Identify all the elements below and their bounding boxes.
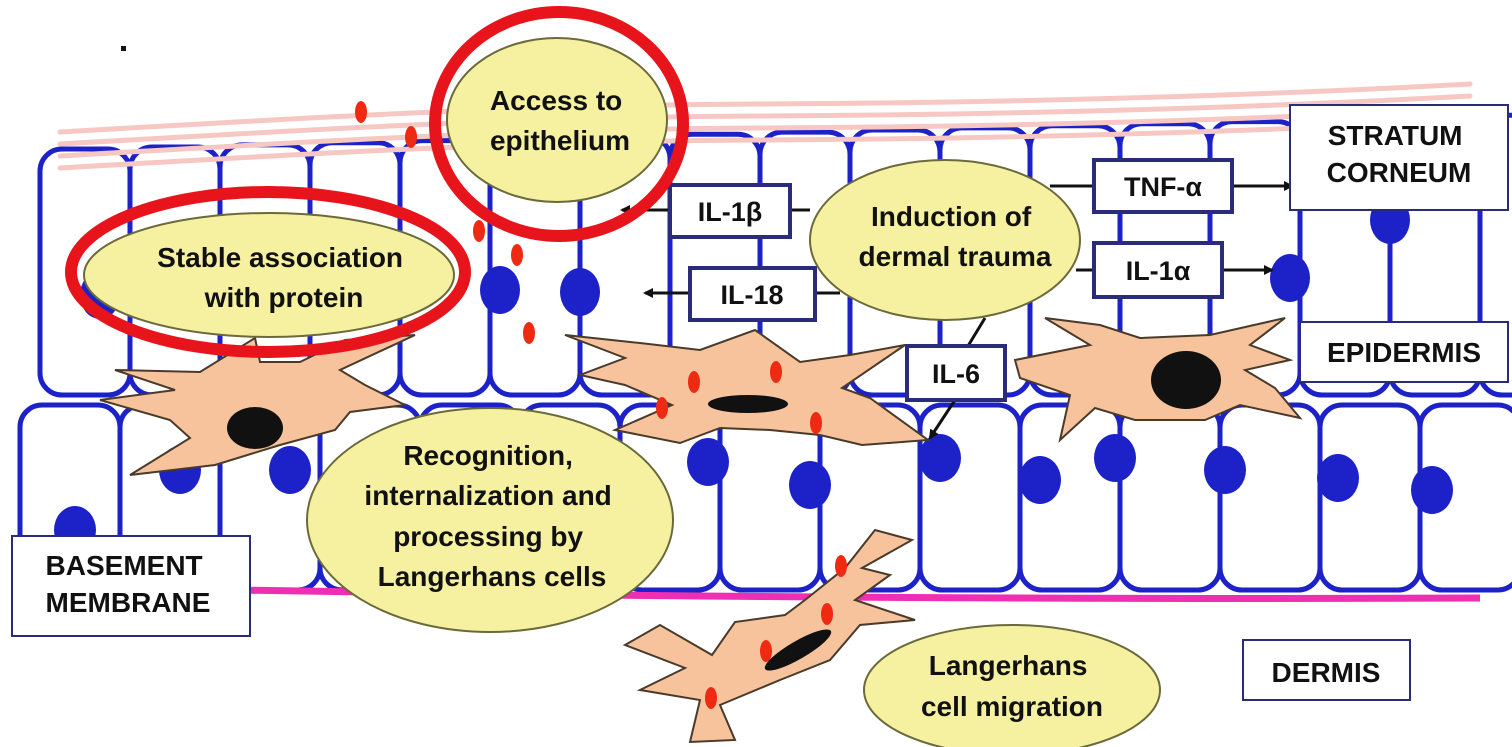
cell-nucleus — [1270, 254, 1310, 302]
cell-nucleus — [269, 446, 311, 494]
cell-nucleus — [1411, 466, 1453, 514]
cytokine-il1b-box: IL-1β — [670, 185, 790, 237]
cell-nucleus — [789, 461, 831, 509]
cell-nucleus — [480, 266, 520, 314]
cell-nucleus — [1094, 434, 1136, 482]
label-dermis: DERMIS — [1243, 640, 1410, 700]
cell-nucleus — [1204, 446, 1246, 494]
langerhans-cell-right — [1015, 318, 1300, 440]
arrow-il6-in — [968, 318, 985, 346]
stratum-corneum-layer — [60, 84, 1470, 168]
bubble-access-to-epithelium: Access to epithelium — [447, 38, 667, 202]
cytokine-il6-box: IL-6 — [907, 346, 1005, 400]
svg-text:EPIDERMIS: EPIDERMIS — [1327, 337, 1481, 368]
cell-nucleus — [687, 438, 729, 486]
svg-text:TNF-α: TNF-α — [1124, 172, 1202, 202]
label-stratum-corneum: STRATUM CORNEUM — [1290, 105, 1508, 210]
epidermal-cell — [1120, 405, 1220, 590]
svg-text:IL-1β: IL-1β — [698, 197, 762, 227]
cell-nucleus — [1019, 456, 1061, 504]
bubble-stable-association: Stable association with protein — [84, 213, 454, 337]
label-basement-membrane: BASEMENT MEMBRANE — [12, 536, 250, 636]
cytokine-il1a-box: IL-1α — [1094, 243, 1222, 297]
cytokine-tnfa-box: TNF-α — [1094, 160, 1232, 212]
stray-dot — [121, 46, 126, 51]
svg-text:IL-18: IL-18 — [720, 280, 783, 310]
cell-nucleus — [560, 268, 600, 316]
svg-text:IL-6: IL-6 — [932, 359, 980, 389]
langerhans-cell-center — [565, 330, 928, 445]
cytokine-il18-box: IL-18 — [690, 268, 815, 320]
epidermal-cell — [1220, 405, 1320, 590]
svg-text:DERMIS: DERMIS — [1272, 657, 1381, 688]
label-epidermis: EPIDERMIS — [1300, 322, 1508, 382]
svg-text:IL-1α: IL-1α — [1126, 256, 1191, 286]
bubble-recognition-internalization: Recognition, internalization and process… — [307, 408, 673, 632]
cell-nucleus — [1317, 454, 1359, 502]
bubble-induction-of-dermal-trauma: Induction of dermal trauma — [810, 160, 1080, 320]
bubble-langerhans-cell-migration: Langerhans cell migration — [864, 625, 1160, 747]
